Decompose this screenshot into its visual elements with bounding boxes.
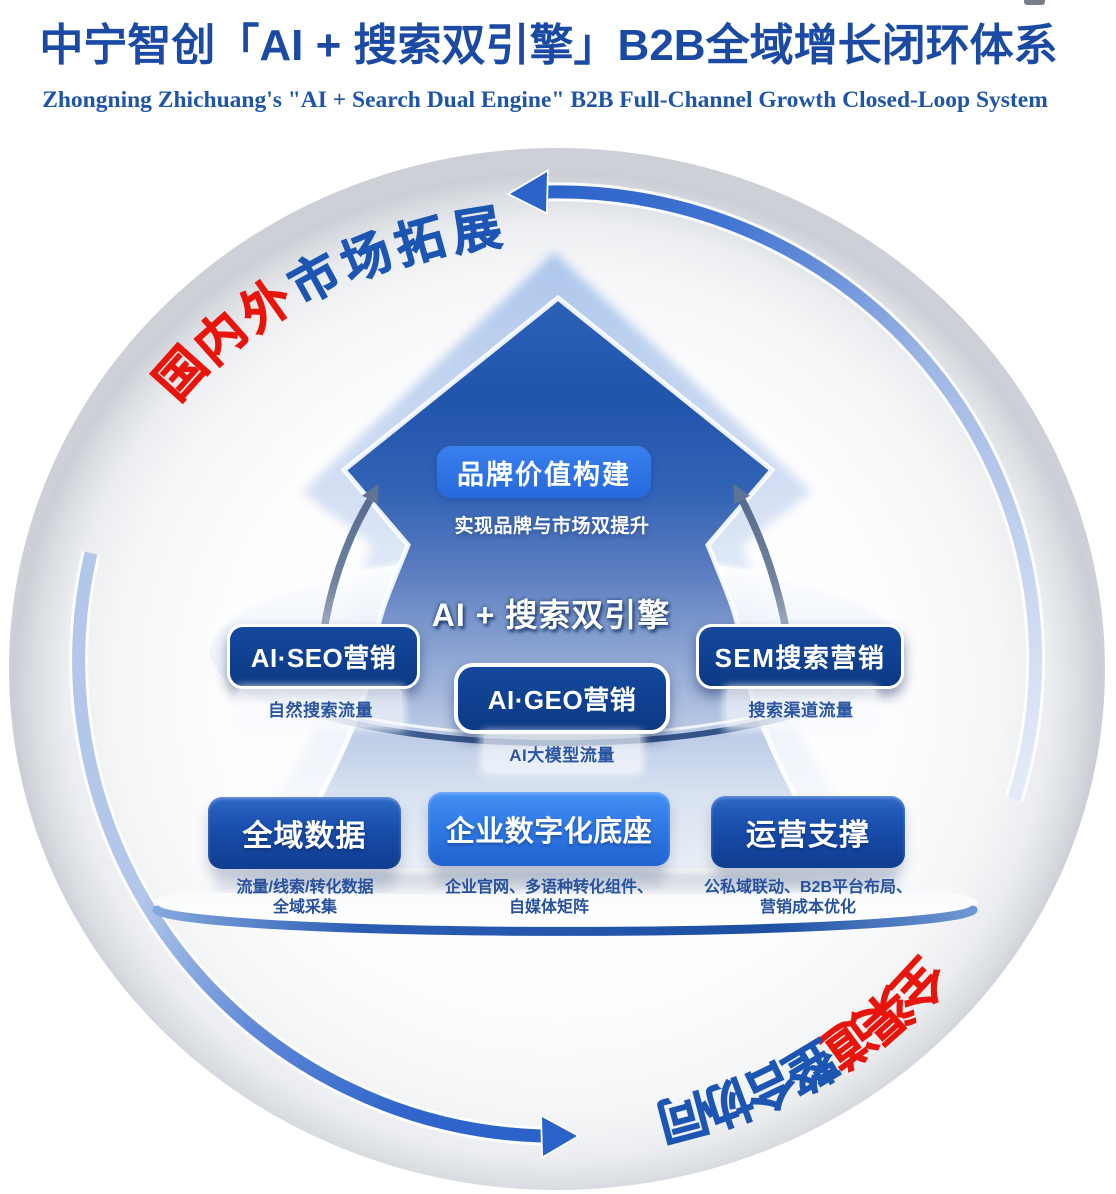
brand-value-caption: 实现品牌与市场双提升 (454, 516, 650, 537)
search-channel-traffic-label: 搜索渠道流量 (748, 700, 854, 720)
omni-data-caption: 流量/线索/转化数据 全域采集 (155, 878, 455, 918)
corner-mark (1024, 0, 1045, 5)
operation-support-label: 运营支撑 (746, 819, 870, 852)
dual-engine-heading: AI + 搜索双引擎 (431, 597, 671, 633)
operation-support-caption: 公私域联动、B2B平台布局、 营销成本优化 (658, 878, 958, 918)
caption-line: 企业官网、多语种转化组件、 (444, 879, 653, 896)
operation-support-box[interactable]: 运营支撑 (711, 796, 905, 868)
omni-data-label: 全域数据 (242, 820, 367, 853)
caption-line: 全域采集 (272, 899, 337, 916)
base-platform (152, 868, 978, 936)
arc-char: 展 (447, 200, 505, 262)
ai-model-traffic-pill: AI大模型流量 (484, 734, 640, 772)
caption-line: 流量/线索/转化数据 (236, 879, 374, 896)
cycle-arrow-top (506, 168, 1046, 802)
ai-seo-label: AI·SEO营销 (250, 643, 397, 673)
ai-seo-box[interactable]: AI·SEO营销 (227, 624, 420, 689)
organic-traffic-pill: 自然搜索流量 (239, 689, 402, 727)
caption-line: 自媒体矩阵 (508, 899, 589, 916)
sem-label: SEM搜索营销 (714, 643, 886, 673)
header: 中宁智创「AI + 搜索双引擎」B2B全域增长闭环体系 Zhongning Zh… (0, 0, 1116, 114)
caption-line: 营销成本优化 (759, 899, 856, 916)
digital-foundation-box[interactable]: 企业数字化底座 (428, 792, 670, 866)
brand-value-box[interactable]: 品牌价值构建 (437, 446, 651, 498)
caption-line: 公私域联动、B2B平台布局、 (703, 879, 912, 896)
organic-traffic-label: 自然搜索流量 (268, 700, 373, 720)
omni-data-box[interactable]: 全域数据 (208, 797, 401, 869)
search-channel-traffic-pill: 搜索渠道流量 (727, 689, 875, 727)
ai-geo-box[interactable]: AI·GEO营销 (454, 663, 670, 734)
digital-foundation-caption: 企业官网、多语种转化组件、 自媒体矩阵 (399, 878, 699, 918)
ai-model-traffic-label: AI大模型流量 (509, 745, 615, 765)
cycle-arrow-bottom (69, 550, 581, 1160)
brand-value-label: 品牌价值构建 (457, 459, 631, 490)
ai-geo-label: AI·GEO营销 (487, 685, 637, 715)
page-title: 中宁智创「AI + 搜索双引擎」B2B全域增长闭环体系 (39, 21, 1058, 70)
digital-foundation-label: 企业数字化底座 (445, 816, 653, 848)
page-subtitle: Zhongning Zhichuang's "AI + Search Dual … (42, 87, 1048, 114)
sem-box[interactable]: SEM搜索营销 (696, 624, 904, 689)
